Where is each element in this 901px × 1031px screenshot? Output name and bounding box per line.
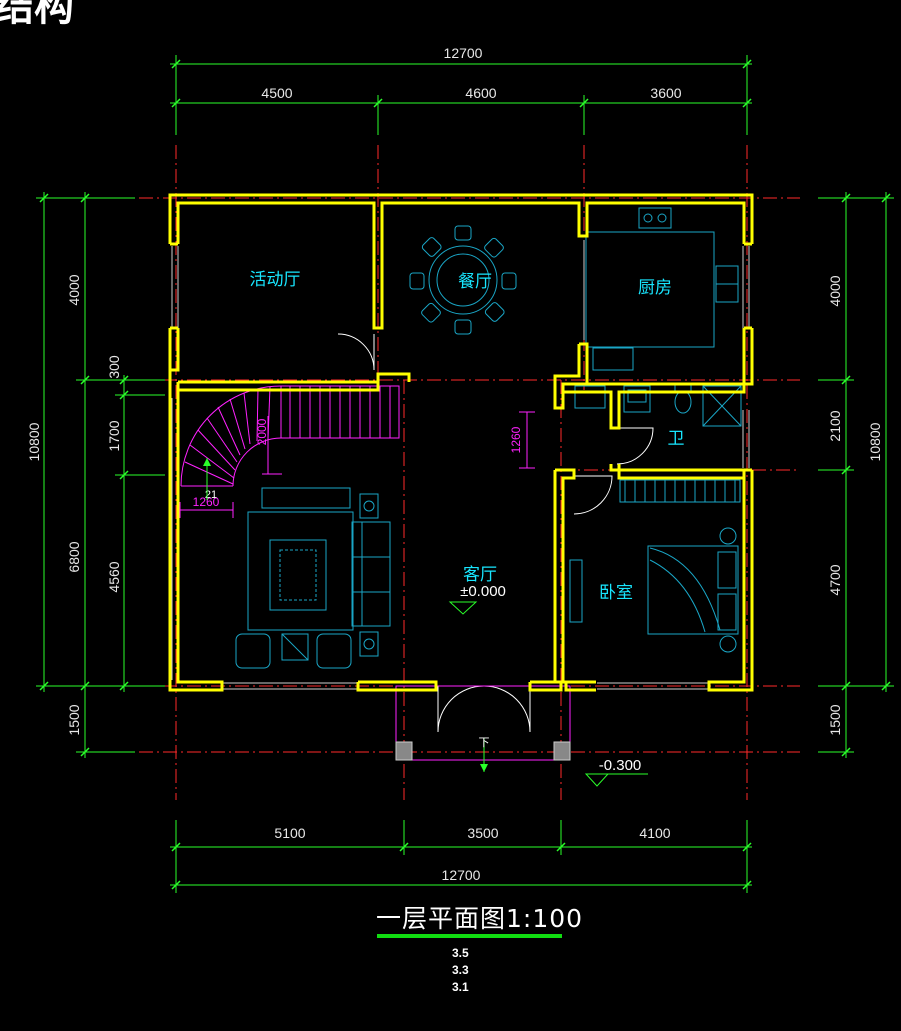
note-line-2: 3.3 xyxy=(452,963,469,977)
room-label-bath: 卫 xyxy=(668,429,685,449)
activity-door xyxy=(337,333,375,371)
tv-rug xyxy=(247,511,354,631)
header-fragment: 结构 xyxy=(0,0,74,30)
dim-left-total: 10800 xyxy=(26,422,42,461)
entrance-door-left xyxy=(437,685,485,733)
wall-stair-top xyxy=(178,372,411,384)
dim-right-segment-3: 4700 xyxy=(827,564,843,595)
axis-grid xyxy=(115,145,800,800)
level-symbol-entry xyxy=(584,773,610,787)
armchair-3 xyxy=(316,633,352,669)
dim-right-segment-4: 1500 xyxy=(827,704,843,735)
staircase xyxy=(179,385,400,518)
entry-level: -0.300 xyxy=(599,757,642,774)
note-line-3: 3.1 xyxy=(452,980,469,994)
bedroom-desk xyxy=(569,559,583,623)
furniture xyxy=(235,207,742,669)
dim-left-inner-3: 4560 xyxy=(106,561,122,592)
room-label-living: 客厅 xyxy=(463,565,497,585)
corridor-width-label: 1260 xyxy=(509,426,523,453)
coffee-table xyxy=(269,539,327,611)
dim-bottom-segment-2: 3500 xyxy=(467,825,498,841)
dim-top-segment-2: 4600 xyxy=(465,85,496,101)
down-mark: 下 xyxy=(479,736,490,749)
dim-left-outer-2: 6800 xyxy=(66,541,82,572)
bath-basin xyxy=(574,385,606,409)
level-symbol-living xyxy=(448,601,478,615)
bath-door xyxy=(616,427,654,465)
dim-top-segment-3: 3600 xyxy=(650,85,681,101)
sofa-back xyxy=(261,487,351,509)
entrance-door-right xyxy=(483,685,531,733)
dim-right-segment-1: 4000 xyxy=(827,275,843,306)
wardrobe xyxy=(619,479,741,503)
wall-bottom-right xyxy=(528,680,563,692)
nightstand-1 xyxy=(719,527,737,545)
dim-bottom-total: 12700 xyxy=(442,867,481,883)
doors xyxy=(337,333,654,733)
stove xyxy=(638,207,672,229)
windows xyxy=(171,240,750,690)
armchair-2 xyxy=(281,633,309,661)
title-underline xyxy=(377,934,562,938)
living-level: ±0.000 xyxy=(460,583,506,600)
dim-right-segment-2: 2100 xyxy=(827,410,843,441)
bedroom-door xyxy=(573,475,613,515)
stair-width-label: 1260 xyxy=(193,495,220,509)
stair-length-label: 2000 xyxy=(255,418,269,445)
shower xyxy=(702,385,742,427)
bed xyxy=(647,545,739,635)
dining-chairs xyxy=(409,225,517,335)
room-label-bedroom: 卧室 xyxy=(599,583,633,603)
kitchen-counter xyxy=(585,231,715,348)
dim-left-inner-2: 1700 xyxy=(106,420,122,451)
room-label-kitchen: 厨房 xyxy=(638,278,672,298)
sofa-long xyxy=(351,521,391,627)
room-label-activity: 活动厅 xyxy=(250,270,301,290)
dimension-ticks xyxy=(39,59,891,890)
wall-right xyxy=(742,328,754,386)
note-line-1: 3.5 xyxy=(452,946,469,960)
wall-kitchen-left xyxy=(553,342,589,410)
wall-top xyxy=(168,193,754,244)
dim-bottom-segment-3: 4100 xyxy=(639,825,670,841)
dim-left-outer-1: 4000 xyxy=(66,274,82,305)
stair-steps-label: 21 xyxy=(205,489,217,501)
dim-top-total: 12700 xyxy=(444,45,483,61)
wall-bottom-left xyxy=(356,680,438,692)
washing-machine xyxy=(623,385,651,413)
wall-bath xyxy=(563,382,746,430)
room-label-dining: 餐厅 xyxy=(458,272,492,292)
nightstand-2 xyxy=(719,635,737,653)
dim-left-outer-3: 1500 xyxy=(66,704,82,735)
wall-left xyxy=(168,328,224,692)
armchair-1 xyxy=(235,633,271,669)
walls xyxy=(168,193,754,692)
dim-left-inner-1: 300 xyxy=(106,355,122,379)
corridor-dimension xyxy=(519,411,535,469)
dim-right-total: 10800 xyxy=(867,422,883,461)
dimension-lines xyxy=(36,55,894,893)
drawing-title: 一层平面图1:100 xyxy=(376,904,584,933)
side-table-1 xyxy=(359,493,379,519)
entrance-porch xyxy=(395,685,571,772)
dining-table xyxy=(428,245,498,315)
dim-bottom-segment-1: 5100 xyxy=(274,825,305,841)
wall-bedroom xyxy=(553,468,576,684)
dim-top-segment-1: 4500 xyxy=(261,85,292,101)
toilet-icon xyxy=(674,390,692,414)
side-table-2 xyxy=(359,631,379,657)
